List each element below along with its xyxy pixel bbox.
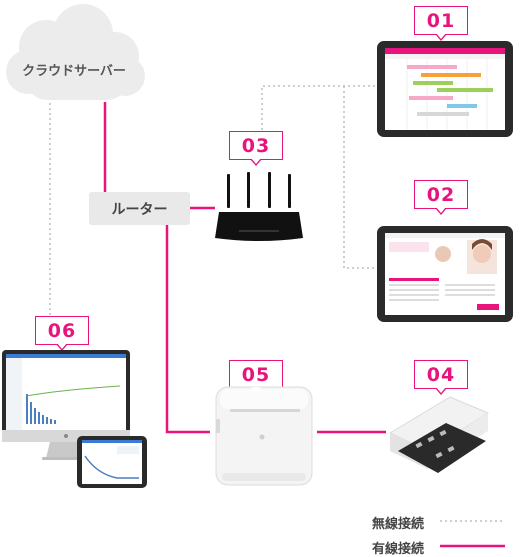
callout-03: 03: [229, 131, 283, 166]
tablet-report-icon: [77, 436, 147, 488]
callout-05: 05: [229, 360, 283, 395]
legend-wired-label: 有線接続: [372, 542, 425, 557]
tablet-schedule-icon: [377, 41, 513, 137]
wifi-router-icon: [215, 172, 303, 241]
cloud-server-icon: [6, 4, 145, 100]
wireless-router-tablet2: [343, 86, 376, 269]
tablet-customer-icon: [377, 226, 513, 322]
cloud-label: クラウドサーバー: [22, 64, 126, 79]
receipt-printer-icon: [215, 386, 313, 486]
legend-wireless-label: 無線接続: [372, 517, 425, 532]
callout-02: 02: [414, 180, 468, 215]
wireless-router-tablets: [261, 85, 376, 160]
router-label: ルーター: [89, 192, 190, 225]
callout-01: 01: [414, 6, 468, 41]
callout-04: 04: [414, 360, 468, 395]
wired-router-printer: [165, 225, 210, 434]
callout-06: 06: [35, 316, 89, 351]
cash-drawer-icon: [388, 396, 490, 473]
